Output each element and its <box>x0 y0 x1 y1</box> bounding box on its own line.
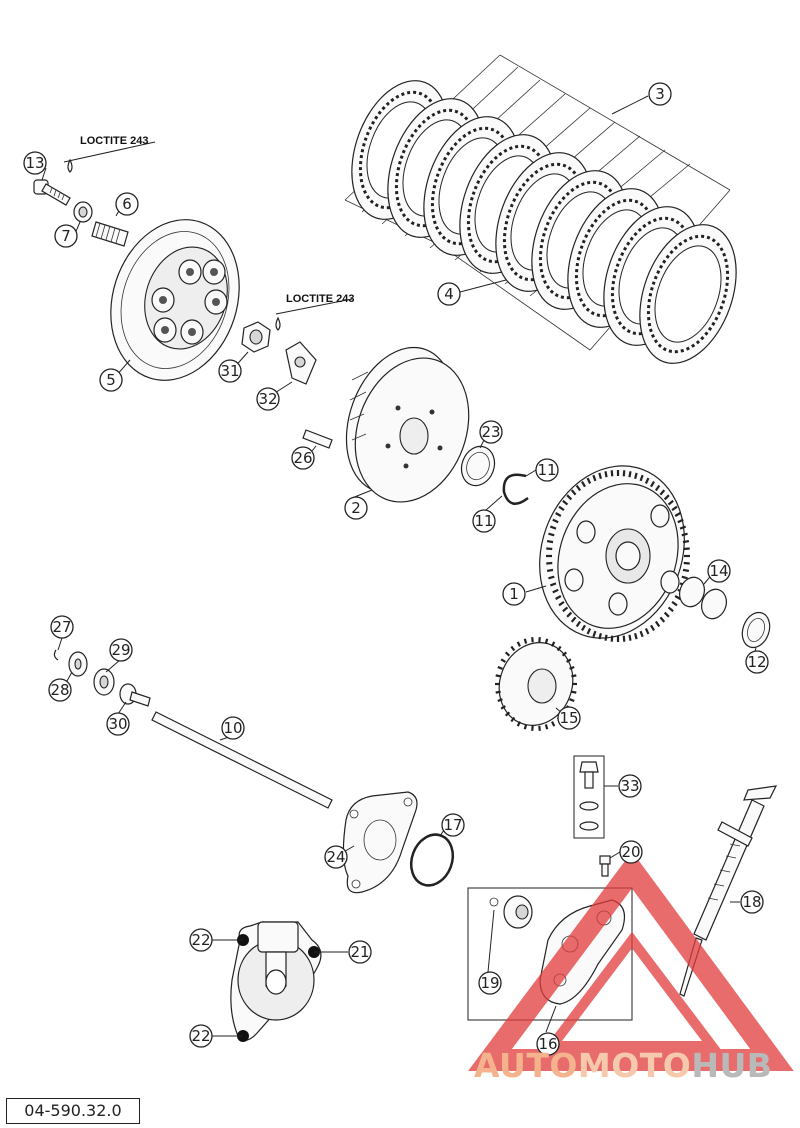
callout-17: 17 <box>441 813 465 837</box>
pin-26 <box>302 429 333 449</box>
svg-text:16: 16 <box>538 1035 557 1053</box>
callout-26: 26 <box>291 446 315 470</box>
callout-21: 21 <box>348 940 372 964</box>
callout-4: 4 <box>437 282 461 306</box>
callout-14: 14 <box>707 559 731 583</box>
clutch-plate-stack <box>344 54 737 364</box>
callout-2: 2 <box>344 496 368 520</box>
needle-bearing-14 <box>679 576 727 620</box>
svg-text:22: 22 <box>191 931 210 949</box>
watermark-logo <box>468 851 794 1071</box>
o-ring-17 <box>409 833 455 887</box>
svg-text:14: 14 <box>709 562 728 580</box>
svg-text:29: 29 <box>111 641 130 659</box>
clutch-plate <box>639 224 737 364</box>
svg-text:31: 31 <box>220 362 239 380</box>
gasket-24 <box>342 791 418 894</box>
callout-31: 31 <box>218 359 242 383</box>
svg-text:22: 22 <box>191 1027 210 1045</box>
callout-33: 33 <box>618 774 642 798</box>
pressure-plate <box>110 219 240 381</box>
loctite-label-1: LOCTITE 243 <box>80 135 148 147</box>
clutch-basket <box>539 465 690 642</box>
washer-7 <box>73 201 93 223</box>
pressure-piece-30 <box>119 683 151 707</box>
callout-18: 18 <box>740 890 764 914</box>
callout-23: 23 <box>479 420 503 444</box>
svg-text:10: 10 <box>223 719 242 737</box>
svg-text:4: 4 <box>444 285 454 303</box>
svg-text:24: 24 <box>326 848 345 866</box>
thrust-washer-23 <box>460 445 496 487</box>
bleed-screw-kit-33 <box>573 755 605 839</box>
callout-30: 30 <box>106 712 130 736</box>
svg-text:27: 27 <box>52 618 71 636</box>
svg-text:19: 19 <box>480 974 499 992</box>
callout-16: 16 <box>536 1032 560 1056</box>
svg-text:18: 18 <box>742 893 761 911</box>
bolt-13 <box>33 179 71 206</box>
callout-13: 13 <box>23 151 47 175</box>
callout-11b: 11 <box>472 509 496 533</box>
push-rod-10 <box>151 711 333 809</box>
svg-text:20: 20 <box>621 843 640 861</box>
loctite-drop-icons <box>67 158 281 331</box>
diagram-part-number: 04-590.32.0 <box>6 1098 140 1124</box>
svg-text:30: 30 <box>108 715 127 733</box>
svg-text:21: 21 <box>350 943 369 961</box>
svg-text:32: 32 <box>258 390 277 408</box>
callout-19: 19 <box>478 971 502 995</box>
svg-text:17: 17 <box>443 816 462 834</box>
washer-12 <box>741 611 771 649</box>
screw-20 <box>599 855 611 877</box>
callout-3: 3 <box>648 82 672 106</box>
callout-1: 1 <box>502 582 526 606</box>
slave-cylinder-cover <box>230 921 322 1042</box>
circlip-27 <box>53 649 59 661</box>
callout-20: 20 <box>619 840 643 864</box>
svg-text:5: 5 <box>106 371 116 389</box>
nut-31 <box>241 321 271 353</box>
callout-11a: 11 <box>535 458 559 482</box>
svg-text:7: 7 <box>61 227 71 245</box>
svg-text:23: 23 <box>481 423 500 441</box>
callout-7: 7 <box>54 224 78 248</box>
callout-15: 15 <box>557 706 581 730</box>
loctite-label-2: LOCTITE 243 <box>286 293 354 305</box>
washer-28 <box>68 651 88 677</box>
svg-text:12: 12 <box>747 653 766 671</box>
svg-text:13: 13 <box>25 154 44 172</box>
svg-text:11: 11 <box>537 461 556 479</box>
callout-27: 27 <box>50 615 74 639</box>
callout-6: 6 <box>115 192 139 216</box>
svg-text:26: 26 <box>293 449 312 467</box>
lock-washer-32 <box>285 341 317 385</box>
svg-text:1: 1 <box>509 585 519 603</box>
svg-text:6: 6 <box>122 195 132 213</box>
primary-gear-15 <box>495 637 577 731</box>
circlip-11 <box>502 473 529 505</box>
svg-text:15: 15 <box>559 709 578 727</box>
callout-29: 29 <box>109 638 133 662</box>
svg-text:2: 2 <box>351 499 361 517</box>
callout-10: 10 <box>221 716 245 740</box>
callout-32: 32 <box>256 387 280 411</box>
callout-24: 24 <box>324 845 348 869</box>
callout-28: 28 <box>48 678 72 702</box>
inner-clutch-hub <box>345 346 470 503</box>
svg-text:3: 3 <box>655 85 665 103</box>
watermark-brand-text: AUTOMOTOHUB <box>474 1046 773 1085</box>
svg-text:28: 28 <box>50 681 69 699</box>
svg-text:11: 11 <box>474 512 493 530</box>
callout-12: 12 <box>745 650 769 674</box>
bearing-29 <box>93 668 115 696</box>
callout-22b: 22 <box>189 1024 213 1048</box>
callout-22a: 22 <box>189 928 213 952</box>
callout-5: 5 <box>99 368 123 392</box>
spring-6 <box>91 221 129 247</box>
svg-text:33: 33 <box>620 777 639 795</box>
